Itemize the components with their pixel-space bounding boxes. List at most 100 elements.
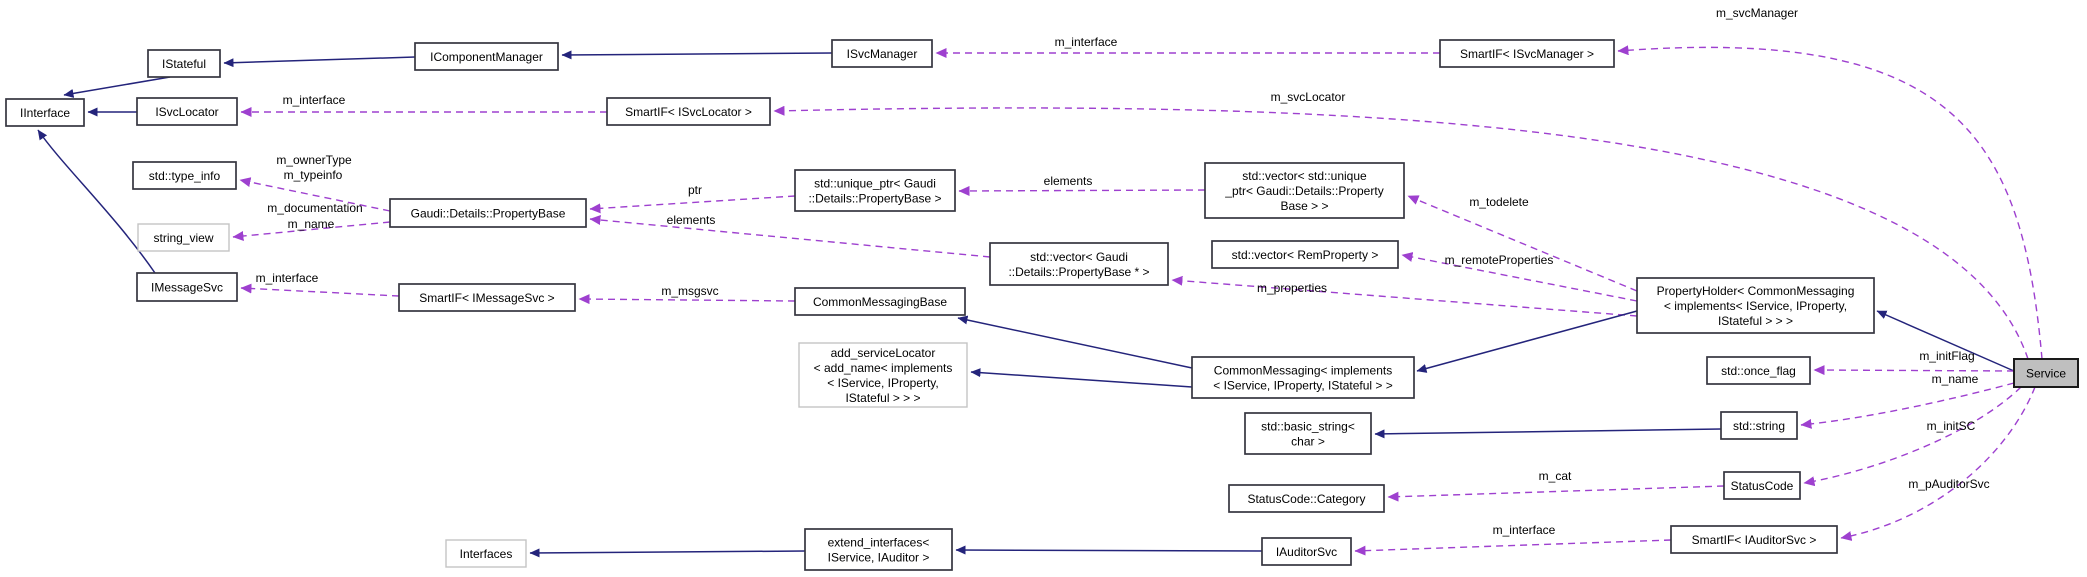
edge-label-service-to-smartif-iauditorsvc-0: m_pAuditorSvc [1908, 477, 1989, 491]
node-box-std-basic-string-char[interactable] [1244, 412, 1372, 455]
node-label-std-type-info-0: std::type_info [149, 169, 221, 183]
edge-label-smartif-iauditorsvc-to-iauditorsvc-0: m_interface [1493, 523, 1556, 537]
node-extend-interfaces[interactable]: extend_interfaces<IService, IAuditor > [804, 528, 953, 571]
node-smartif-iauditorsvc[interactable]: SmartIF< IAuditorSvc > [1670, 525, 1838, 554]
node-statuscode-category[interactable]: StatusCode::Category [1228, 484, 1385, 513]
node-box-smartif-isvcmanager[interactable] [1439, 39, 1615, 68]
edge-label-propertyholder-to-vector-unique-0: m_todelete [1469, 195, 1529, 209]
node-box-statuscode-category[interactable] [1228, 484, 1385, 513]
node-std-once-flag[interactable]: std::once_flag [1706, 356, 1811, 385]
node-string-view: string_view [137, 223, 230, 252]
node-box-imessagesvc[interactable] [136, 272, 238, 302]
edge-service-to-statuscode [1803, 386, 2022, 487]
node-smartif-isvcmanager[interactable]: SmartIF< ISvcManager > [1439, 39, 1615, 68]
node-icomponentmanager[interactable]: IComponentManager [414, 42, 559, 71]
edge-commonmessaging-to-commonmessagingbase [957, 315, 1193, 369]
edge-service-to-propertyholder [1876, 310, 2015, 372]
node-box-iinterface[interactable] [5, 98, 85, 127]
node-box-istateful[interactable] [147, 49, 221, 78]
node-label-std-string-0: std::string [1733, 419, 1785, 433]
node-box-std-unique-ptr-propertybase[interactable] [794, 169, 956, 212]
node-isvcmanager[interactable]: ISvcManager [831, 39, 933, 68]
node-smartif-isvclocator[interactable]: SmartIF< ISvcLocator > [606, 97, 771, 126]
node-label-statuscode-category-0: StatusCode::Category [1247, 492, 1365, 506]
node-std-basic-string-char[interactable]: std::basic_string<char > [1244, 412, 1372, 455]
edge-istateful-to-iinterface [63, 76, 171, 98]
edge-imessagesvc-to-iinterface [37, 129, 156, 274]
node-label-iauditorsvc-0: IAuditorSvc [1276, 545, 1337, 559]
node-std-vector-remproperty[interactable]: std::vector< RemProperty > [1211, 240, 1399, 269]
node-box-gaudi-details-propertybase[interactable] [389, 198, 587, 228]
edge-service-to-smartif-isvclocator [773, 105, 2029, 360]
node-box-std-vector-unique-ptr[interactable] [1204, 162, 1405, 219]
edge-label-service-to-statuscode-0: m_initSC [1927, 419, 1976, 433]
node-isvclocator[interactable]: ISvcLocator [136, 97, 238, 126]
edge-unique-ptr-to-propertybase [589, 195, 796, 214]
edge-propertyholder-to-commonmessaging [1416, 310, 1638, 373]
edge-label-propertybase-to-type-info-1: m_typeinfo [284, 168, 343, 182]
node-commonmessaging[interactable]: CommonMessaging< implements< IService, I… [1191, 356, 1415, 399]
node-box-propertyholder[interactable] [1636, 277, 1875, 334]
edge-service-to-smartif-isvcmanager [1617, 45, 2043, 360]
node-std-unique-ptr-propertybase[interactable]: std::unique_ptr< Gaudi::Details::Propert… [794, 169, 956, 212]
node-propertyholder[interactable]: PropertyHolder< CommonMessaging< impleme… [1636, 277, 1875, 334]
node-std-vector-propertybase-ptr[interactable]: std::vector< Gaudi::Details::PropertyBas… [989, 242, 1169, 286]
node-statuscode[interactable]: StatusCode [1723, 471, 1801, 500]
node-label-string-view-0: string_view [153, 231, 213, 245]
node-box-std-once-flag[interactable] [1706, 356, 1811, 385]
node-label-std-unique-ptr-propertybase-0: std::unique_ptr< Gaudi [814, 177, 936, 191]
edge-label-propertyholder-to-vector-remproperty-0: m_remoteProperties [1445, 253, 1554, 267]
edge-label-service-to-smartif-isvcmanager-0: m_svcManager [1716, 6, 1798, 20]
edge-smartif-imessagesvc-to-imessagesvc [240, 283, 400, 297]
node-box-std-string[interactable] [1720, 411, 1798, 440]
node-iinterface[interactable]: IInterface [5, 98, 85, 127]
edge-vector-unique-to-unique-ptr [958, 185, 1206, 196]
node-label-std-vector-unique-ptr-1: _ptr< Gaudi::Details::Property [1224, 184, 1383, 198]
edge-label-statuscode-to-category-0: m_cat [1539, 469, 1572, 483]
node-iauditorsvc[interactable]: IAuditorSvc [1261, 537, 1352, 566]
node-box-std-vector-propertybase-ptr[interactable] [989, 242, 1169, 286]
edge-label-smartif-isvclocator-to-isvclocator-0: m_interface [283, 93, 346, 107]
node-label-isvclocator-0: ISvcLocator [155, 105, 218, 119]
node-label-std-basic-string-char-0: std::basic_string< [1261, 420, 1355, 434]
node-box-smartif-imessagesvc[interactable] [398, 283, 576, 312]
edge-extend-interfaces-to-interfaces [529, 548, 806, 558]
node-box-icomponentmanager[interactable] [414, 42, 559, 71]
node-box-iauditorsvc[interactable] [1261, 537, 1352, 566]
node-box-isvclocator[interactable] [136, 97, 238, 126]
edge-propertyholder-to-vector-unique [1407, 195, 1638, 292]
node-label-smartif-imessagesvc-0: SmartIF< IMessageSvc > [419, 291, 554, 305]
node-box-commonmessaging[interactable] [1191, 356, 1415, 399]
node-label-interfaces-0: Interfaces [460, 547, 513, 561]
node-label-commonmessaging-1: < IService, IProperty, IStateful > > [1213, 379, 1393, 393]
node-std-type-info[interactable]: std::type_info [132, 161, 237, 190]
node-box-smartif-iauditorsvc[interactable] [1670, 525, 1838, 554]
node-box-smartif-isvclocator[interactable] [606, 97, 771, 126]
node-std-string[interactable]: std::string [1720, 411, 1798, 440]
node-box-extend-interfaces[interactable] [804, 528, 953, 571]
node-box-std-vector-remproperty[interactable] [1211, 240, 1399, 269]
node-box-commonmessagingbase[interactable] [794, 287, 966, 316]
node-label-std-vector-unique-ptr-2: Base > > [1280, 199, 1328, 213]
node-label-add-servicelocator-0: add_serviceLocator [831, 346, 936, 360]
edge-label-propertybase-to-type-info-0: m_ownerType [276, 153, 352, 167]
node-label-gaudi-details-propertybase-0: Gaudi::Details::PropertyBase [411, 207, 566, 221]
node-std-vector-unique-ptr[interactable]: std::vector< std::unique_ptr< Gaudi::Det… [1204, 162, 1405, 219]
node-label-extend-interfaces-1: IService, IAuditor > [828, 551, 930, 565]
node-label-smartif-isvclocator-0: SmartIF< ISvcLocator > [625, 105, 752, 119]
node-smartif-imessagesvc[interactable]: SmartIF< IMessageSvc > [398, 283, 576, 312]
node-box-statuscode[interactable] [1723, 471, 1801, 500]
node-commonmessagingbase[interactable]: CommonMessagingBase [794, 287, 966, 316]
node-box-std-type-info[interactable] [132, 161, 237, 190]
edge-service-to-once-flag [1813, 365, 2015, 376]
node-gaudi-details-propertybase[interactable]: Gaudi::Details::PropertyBase [389, 198, 587, 228]
edge-icomponentmanager-to-istateful [223, 56, 416, 68]
node-istateful[interactable]: IStateful [147, 49, 221, 78]
node-box-isvcmanager[interactable] [831, 39, 933, 68]
node-label-icomponentmanager-0: IComponentManager [430, 50, 543, 64]
node-imessagesvc[interactable]: IMessageSvc [136, 272, 238, 302]
edges-layer [37, 45, 2043, 558]
